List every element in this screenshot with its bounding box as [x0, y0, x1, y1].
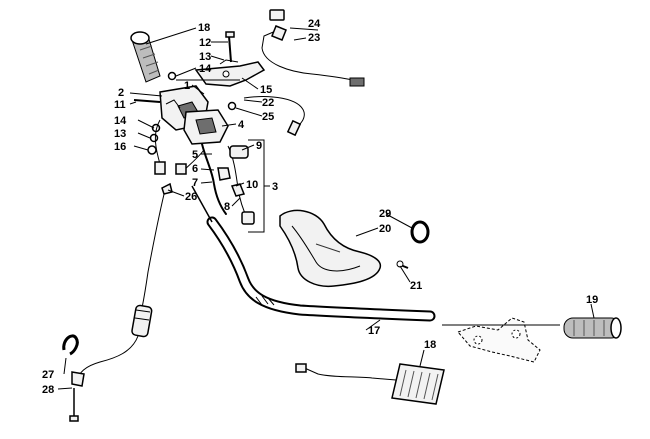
callout-24: 24 [308, 18, 321, 30]
callout-26: 26 [185, 191, 197, 203]
switch-housing [159, 85, 229, 145]
callout-4: 4 [238, 119, 245, 131]
callout-6: 6 [192, 163, 198, 175]
heater-element [295, 363, 445, 405]
throttle-cable [69, 182, 173, 422]
callout-16: 16 [114, 141, 126, 153]
callout-10: 10 [246, 179, 258, 191]
callout-8: 8 [224, 201, 230, 213]
callout-11: 11 [114, 99, 126, 111]
callout-25: 25 [262, 111, 274, 123]
callout-14-top: 14 [199, 63, 212, 75]
callout-18-top: 18 [198, 22, 210, 34]
callout-27: 27 [42, 369, 54, 381]
clip-27 [62, 334, 79, 356]
small-hardware [133, 31, 409, 269]
hand-guard [279, 209, 382, 288]
wiring-harness [175, 139, 265, 233]
callout-7: 7 [192, 177, 198, 189]
callout-13-lower: 13 [114, 128, 126, 140]
callout-18-right: 19 [586, 294, 598, 306]
callout-21: 18 [424, 339, 436, 351]
heater-wire-22 [243, 96, 305, 137]
callout-17: 17 [368, 325, 380, 337]
callout-14-lower: 14 [114, 115, 127, 127]
throttle-control-right [457, 317, 541, 363]
callout-15: 15 [260, 84, 272, 96]
callout-3: 3 [272, 181, 278, 193]
callout-2: 2 [118, 87, 124, 99]
tether-switch [261, 9, 365, 87]
callout-22: 22 [262, 97, 274, 109]
callout-12: 12 [199, 37, 211, 49]
callout-5: 5 [192, 149, 198, 161]
left-grip [130, 31, 161, 83]
callout-1: 1 [184, 80, 190, 92]
ring-29 [410, 220, 430, 244]
callout-23: 23 [308, 32, 320, 44]
right-grip [563, 317, 622, 339]
leader-lines [57, 27, 595, 390]
callout-29: 29 [379, 208, 391, 220]
callout-20: 21 [410, 280, 422, 292]
callout-19: 20 [379, 223, 391, 235]
callout-13-top: 13 [199, 51, 211, 63]
callout-28: 28 [42, 384, 54, 396]
callout-9: 9 [256, 140, 262, 152]
handlebar [191, 185, 436, 322]
callouts: 18 12 13 14 1 2 11 14 13 16 24 23 15 22 … [42, 18, 598, 396]
